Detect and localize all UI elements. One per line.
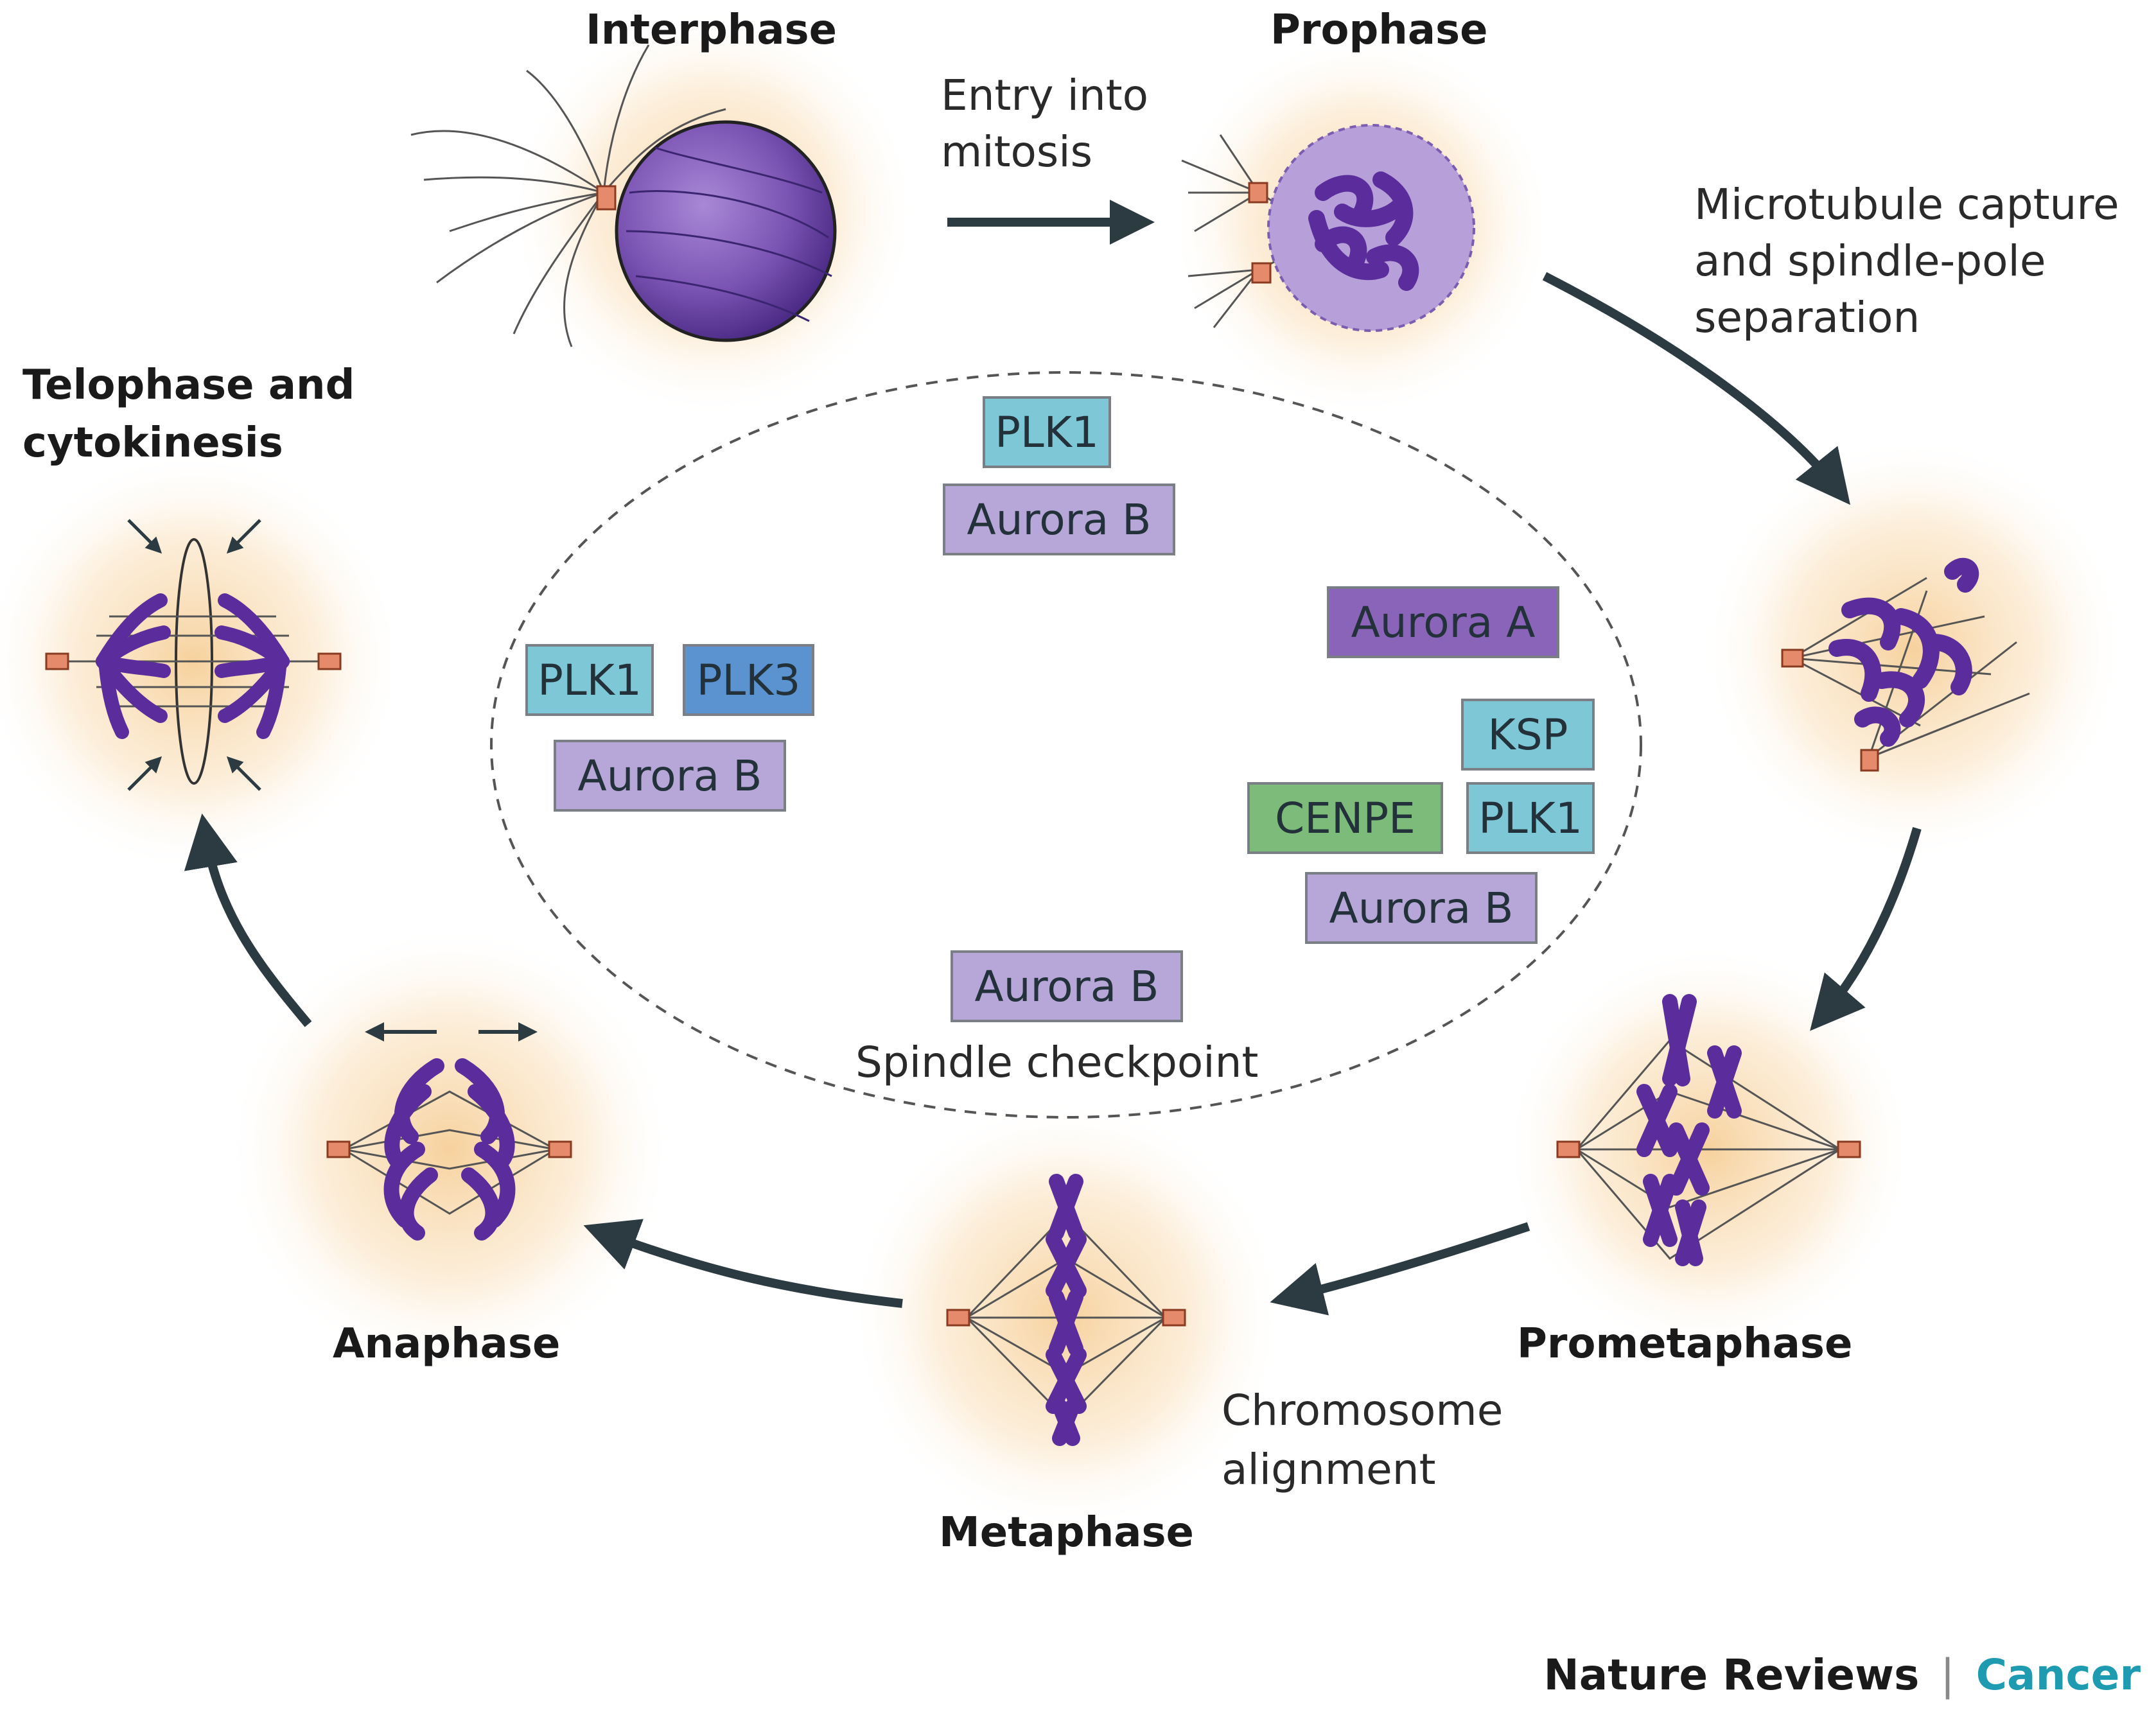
brand-separator: | — [1940, 1650, 1955, 1700]
kinase-box-ksp-right: KSP — [1461, 699, 1595, 771]
alignment-arrow — [1270, 1222, 1530, 1316]
anaphase-halo — [225, 925, 674, 1374]
kinase-box-aurora-b-bottom: Aurora B — [951, 950, 1183, 1022]
brand-journal: Nature Reviews — [1543, 1650, 1920, 1700]
kinase-box-aurora-b-right: Aurora B — [1305, 872, 1538, 944]
entry-note-line1: Entry into — [941, 71, 1149, 120]
kinase-box-plk1-right: PLK1 — [1466, 782, 1595, 854]
constrict-arrow-bl — [127, 756, 162, 791]
early-prometaphase-cell — [1781, 557, 2030, 772]
telophase-cell — [45, 519, 342, 791]
constrict-arrow-tl — [127, 519, 162, 554]
kinase-box-aurora-b-top: Aurora B — [943, 484, 1175, 555]
alignment-note-line2: alignment — [1222, 1445, 1436, 1494]
telophase-label-line2: cytokinesis — [22, 419, 283, 467]
anaphase-cell — [326, 1022, 572, 1241]
journal-brand: Nature Reviews | Cancer — [1544, 1650, 2141, 1700]
metaphase-label: Metaphase — [939, 1509, 1194, 1556]
capture-note-line2: and spindle-pole — [1694, 236, 2046, 286]
constrict-arrow-tr — [226, 519, 261, 554]
anaphase-label: Anaphase — [333, 1320, 561, 1368]
kinase-box-cenpe-right: CENPE — [1247, 782, 1443, 854]
separation-arrow — [583, 1219, 903, 1308]
constrict-arrow-br — [226, 756, 261, 791]
kinase-box-plk3-left: PLK3 — [683, 644, 814, 716]
capture-note-line3: separation — [1694, 293, 1920, 342]
capture-arrow — [1542, 272, 1850, 505]
telophase-label-line1: Telophase and — [22, 362, 355, 409]
entry-note-line2: mitosis — [941, 127, 1092, 177]
alignment-note-line1: Chromosome — [1222, 1386, 1503, 1435]
prometaphase-cell — [1556, 994, 1861, 1266]
interphase-cell — [410, 44, 837, 347]
capture-note-line1: Microtubule capture — [1694, 180, 2119, 229]
kinase-box-aurora-a-right: Aurora A — [1327, 586, 1559, 658]
metaphase-cell — [946, 1174, 1186, 1446]
kinase-ellipse — [490, 371, 1642, 1119]
kinase-box-aurora-b-left: Aurora B — [554, 740, 786, 812]
brand-section: Cancer — [1976, 1650, 2141, 1700]
prometaphase-label: Prometaphase — [1517, 1320, 1853, 1368]
kinase-box-plk1-left: PLK1 — [525, 644, 654, 716]
interphase-label: Interphase — [586, 6, 837, 54]
cytokinesis-arrow — [184, 813, 312, 1027]
early-prometaphase-halo — [1702, 437, 2126, 860]
kinase-box-plk1-top: PLK1 — [983, 396, 1111, 468]
prophase-label: Prophase — [1270, 6, 1488, 54]
descend-arrow — [1810, 827, 1922, 1031]
prophase-cell — [1181, 124, 1475, 332]
spindle-checkpoint-label: Spindle checkpoint — [855, 1038, 1259, 1087]
